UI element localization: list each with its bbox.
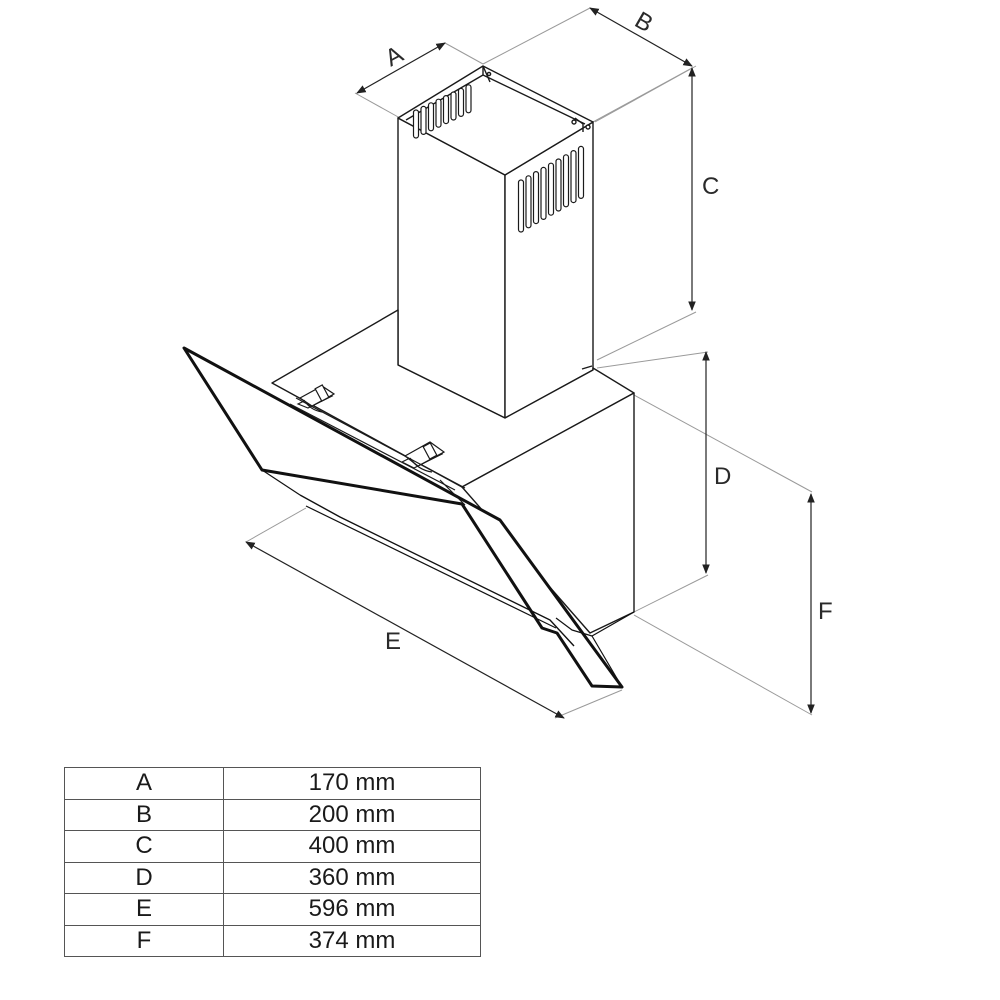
dimension-key-cell: C <box>64 830 224 863</box>
dimension-key-cell: D <box>64 861 224 894</box>
vent-slot <box>412 109 420 139</box>
extension-lines <box>245 7 813 719</box>
vent-slot <box>562 154 570 208</box>
dimension-value-cell: 170 mm <box>223 767 481 800</box>
dim-line-A <box>356 42 446 94</box>
vent-slot <box>540 166 547 220</box>
vent-slot <box>570 150 577 204</box>
dim-label-E: E <box>385 628 401 655</box>
vent-slot <box>442 94 450 125</box>
chimney <box>397 65 594 419</box>
dimension-key-cell: F <box>64 924 224 957</box>
vent-slot <box>457 87 465 118</box>
vent-slot <box>517 179 525 233</box>
vent-slot <box>427 102 435 132</box>
dim-label-F: F <box>818 598 833 625</box>
glass-bar <box>289 397 466 506</box>
chimney-vent-slots <box>412 84 585 233</box>
dim-line-B <box>589 7 693 67</box>
vent-slot <box>547 162 555 216</box>
dim-label-D: D <box>714 463 731 490</box>
vent-slot <box>435 98 442 128</box>
dim-line-E <box>245 541 565 719</box>
vent-slot <box>450 91 457 121</box>
vent-slot <box>420 105 427 136</box>
dimension-value-cell: 596 mm <box>223 893 481 926</box>
dim-label-A: A <box>381 41 408 72</box>
dimension-value-cell: 200 mm <box>223 798 481 831</box>
dimension-value-cell: 374 mm <box>223 924 481 957</box>
dimension-lines <box>245 7 815 719</box>
dimension-value-cell: 400 mm <box>223 830 481 863</box>
vent-slot <box>525 175 532 229</box>
dimension-key-cell: A <box>64 767 224 800</box>
vent-slot <box>577 145 585 199</box>
vent-slot <box>465 84 472 114</box>
dimension-key-cell: B <box>64 798 224 831</box>
dimension-key-cell: E <box>64 893 224 926</box>
dim-label-C: C <box>702 173 719 200</box>
vent-slot <box>532 171 540 225</box>
vent-slot <box>555 158 562 212</box>
dimension-value-cell: 360 mm <box>223 861 481 894</box>
chimney-top-rim <box>397 65 594 176</box>
cooker-hood-dimension-drawing: A B C D E F <box>182 7 833 719</box>
